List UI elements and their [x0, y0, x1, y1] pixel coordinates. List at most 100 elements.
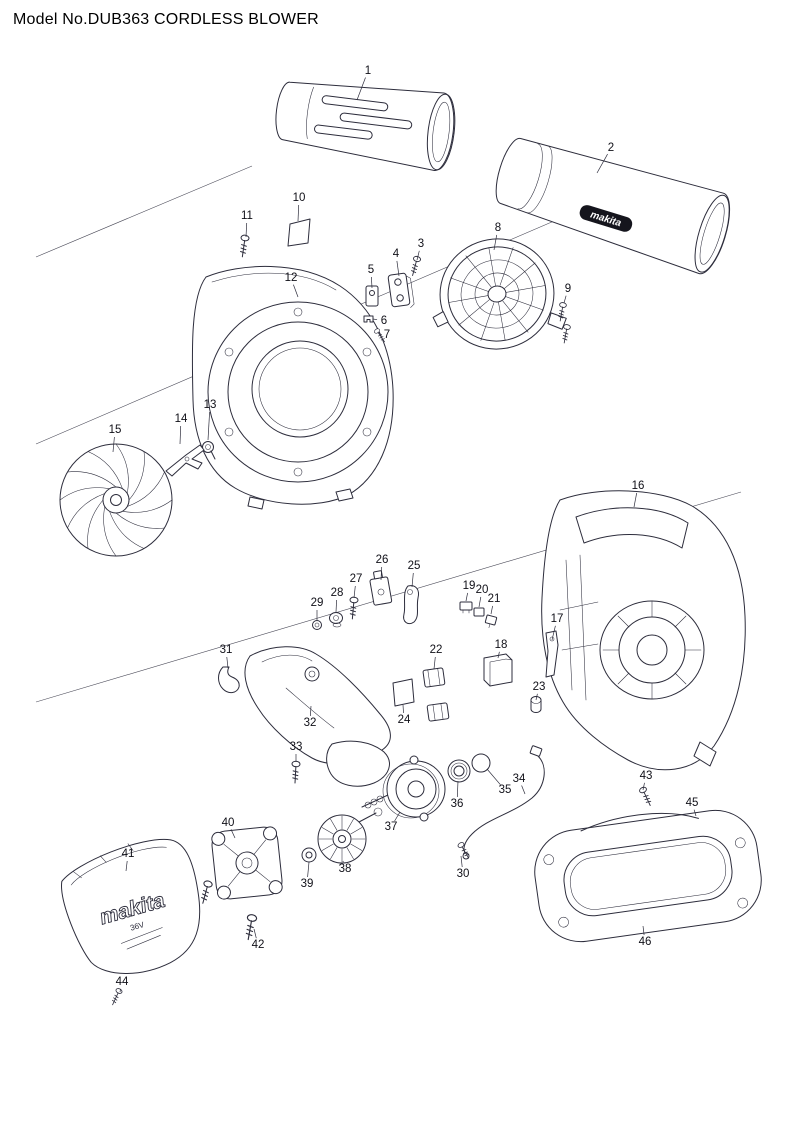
leader-line — [596, 153, 608, 174]
part-number-label: 43 — [640, 770, 653, 782]
part-number-label: 6 — [381, 315, 387, 327]
part-number-label: 13 — [204, 399, 217, 411]
part-number-label: 16 — [632, 480, 645, 492]
part-39-washer — [301, 847, 317, 863]
part-number-label: 36 — [451, 798, 464, 810]
part-20-connector — [473, 607, 485, 617]
cover-voltage-text: 36V — [129, 920, 146, 933]
part-number-label: 41 — [122, 848, 135, 860]
leader-line — [310, 705, 312, 717]
leader-line — [335, 599, 337, 613]
part-8-fan-guard — [432, 238, 567, 350]
leader-line — [563, 295, 567, 304]
part-number-label: 39 — [301, 878, 314, 890]
part-number-label: 23 — [533, 681, 546, 693]
part-number-label: 34 — [513, 773, 526, 785]
part-26-block — [369, 570, 393, 606]
part-12-fan-housing — [191, 265, 394, 510]
part-5-small-plate — [365, 285, 379, 307]
part-number-label: 30 — [457, 868, 470, 880]
part-24-label-sheet — [392, 678, 415, 707]
part-number-label: 18 — [495, 639, 508, 651]
part-number-label: 29 — [311, 597, 324, 609]
leader-line — [693, 809, 697, 817]
part-number-label: 42 — [252, 939, 265, 951]
part-4-switch-plate — [387, 272, 415, 308]
part-number-label: 27 — [350, 573, 363, 585]
leader-line — [642, 782, 645, 791]
leader-line — [226, 656, 229, 669]
leader-line — [245, 222, 248, 238]
part-15-impeller-fan — [59, 443, 173, 557]
part-number-label: 8 — [495, 222, 501, 234]
part-17-bracket — [545, 630, 559, 678]
leader-line — [490, 605, 493, 615]
leader-line — [478, 596, 482, 608]
part-22-terminals — [422, 667, 450, 722]
part-number-label: 24 — [398, 714, 411, 726]
part-number-label: 45 — [686, 797, 699, 809]
leader-line — [486, 768, 501, 785]
part-40-motor-bracket — [211, 826, 283, 900]
part-23-pin — [530, 696, 542, 713]
part-number-label: 26 — [376, 554, 389, 566]
leader-line — [493, 234, 498, 251]
part-number-label: 3 — [418, 238, 424, 250]
leader-line — [535, 693, 538, 701]
part-25-lever — [403, 585, 419, 625]
leader-line — [125, 860, 128, 872]
part-number-label: 17 — [551, 613, 564, 625]
part-number-label: 10 — [293, 192, 306, 204]
part-number-label: 33 — [290, 741, 303, 753]
leader-line — [411, 572, 414, 588]
part-number-label: 37 — [385, 821, 398, 833]
part-46-base-frame — [534, 809, 762, 943]
part-number-label: 35 — [499, 784, 512, 796]
part-16-right-housing — [541, 490, 746, 771]
leader-line — [551, 625, 556, 641]
part-21-connector — [484, 614, 498, 629]
leader-line — [207, 411, 210, 441]
part-34-lead-wire — [462, 745, 545, 860]
part-38-rotor — [317, 807, 383, 864]
part-37-motor — [361, 755, 446, 822]
leader-line — [633, 492, 638, 508]
part-number-label: 22 — [430, 644, 443, 656]
leader-line — [307, 861, 310, 878]
leader-line — [380, 566, 383, 581]
leader-line — [372, 318, 378, 321]
leader-line — [356, 77, 366, 101]
part-14-lever — [165, 444, 205, 477]
part-6-clip — [363, 315, 374, 323]
part-number-label: 38 — [339, 863, 352, 875]
leader-line — [253, 928, 257, 939]
leader-line — [179, 425, 182, 445]
part-number-label: 1 — [365, 65, 371, 77]
leader-line — [396, 260, 400, 277]
leader-line — [465, 592, 468, 602]
part-number-label: 44 — [116, 976, 129, 988]
brand-plate — [579, 205, 633, 232]
part-number-label: 12 — [285, 272, 298, 284]
part-number-label: 14 — [175, 413, 188, 425]
leader-line — [402, 704, 404, 714]
leader-line — [293, 284, 299, 298]
part-13-bolt — [202, 441, 216, 460]
page-title: Model No.DUB363 CORDLESS BLOWER — [13, 11, 319, 28]
leader-line — [297, 204, 300, 222]
part-35-o-ring — [471, 753, 491, 773]
part-number-label: 32 — [304, 717, 317, 729]
part-29-washer — [312, 620, 322, 630]
leader-line — [416, 250, 420, 261]
part-number-label: 2 — [608, 142, 614, 154]
part-19-connector — [459, 601, 473, 614]
leader-line — [521, 785, 526, 795]
part-11-screw — [237, 234, 250, 258]
leader-line — [433, 656, 436, 670]
part-number-label: 31 — [220, 644, 233, 656]
part-number-label: 9 — [565, 283, 571, 295]
part-number-label: 4 — [393, 248, 400, 260]
part-number-label: 25 — [408, 560, 421, 572]
